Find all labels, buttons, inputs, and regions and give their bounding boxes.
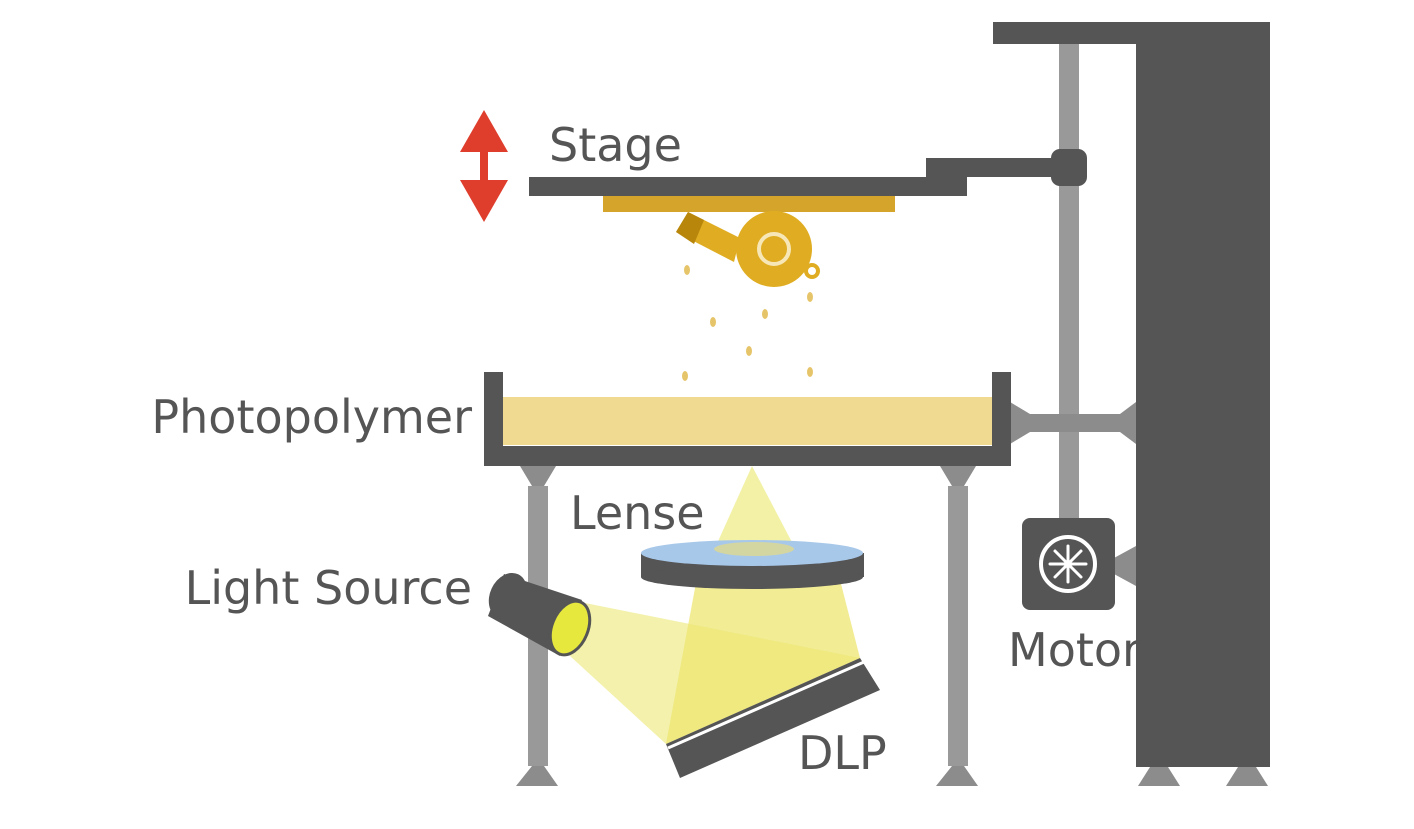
whistle-hole [757,232,791,266]
printer-frame [993,22,1270,786]
tower-foot-right [1226,767,1268,786]
resin-vat [484,372,1011,466]
dlp-label: DLP [798,726,887,780]
tower-top-arm [993,22,1270,44]
build-plate [603,196,895,212]
leg-right [948,486,968,766]
resin-drips [682,265,813,381]
whistle-mouthpiece-shade [676,212,704,244]
tower-foot-left [1138,767,1180,786]
light-beams [570,466,860,744]
resin [502,397,992,445]
leg-right-cap [940,466,976,486]
lense-label: Lense [570,486,705,540]
table-legs [516,466,978,786]
fan-icon [1039,535,1097,593]
whistle-body [736,211,812,287]
stage-label: Stage [549,118,682,172]
light-source-label: Light Source [185,561,472,615]
whistle-ring [804,263,820,279]
tower-column [1136,22,1270,767]
light-source [488,572,592,657]
motor-mount-bracket [1114,546,1136,586]
dlp-chip [666,658,880,778]
leg-left-foot [516,766,558,786]
stage-rod-clamp [1051,149,1087,186]
motor-label: Motor [1008,623,1141,677]
light-source-back [488,572,528,620]
motor [1022,518,1115,610]
dlp-body [666,658,880,778]
beam-lens-to-vat [715,466,795,548]
light-source-lamp [548,599,592,657]
stage-plate [529,177,967,196]
vat-mount-bracket [1010,402,1136,444]
leg-right-foot [936,766,978,786]
lens-bottom [641,565,863,589]
stage-arm-step [926,158,967,196]
guide-rod [1059,44,1079,524]
leg-left-cap [520,466,556,486]
dlp-mirror-surface [667,660,865,750]
lens-focus-spot [714,542,794,556]
printed-object [676,211,820,381]
photopolymer-label: Photopolymer [151,390,472,444]
vat-walls [484,372,1011,466]
stage [529,149,1087,212]
up-down-arrow-icon [460,110,508,222]
beam-dlp-to-lens [666,572,860,744]
lens [641,540,864,589]
